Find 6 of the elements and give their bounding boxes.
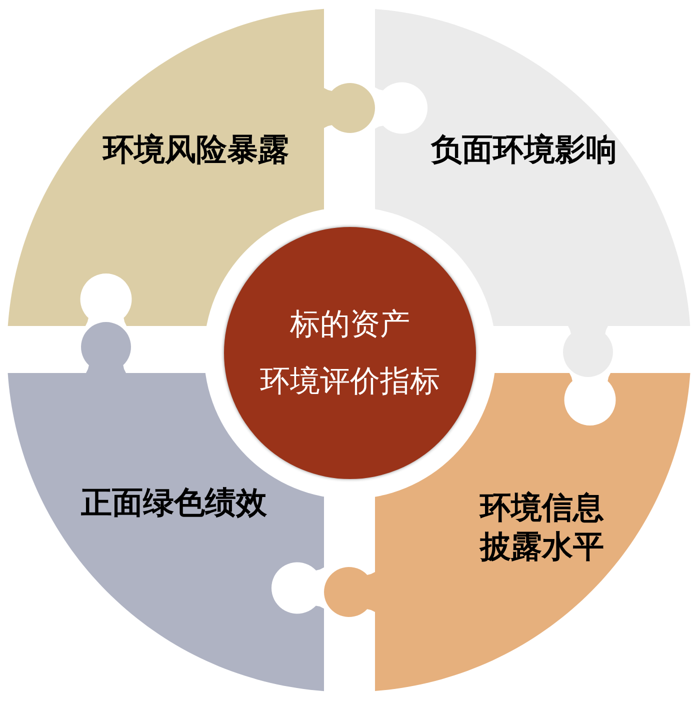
center-label: 环境评价指标 bbox=[260, 364, 440, 400]
piece-label: 环境风险暴露 bbox=[103, 132, 289, 168]
piece-label: 正面绿色绩效 bbox=[81, 485, 267, 521]
piece-label: 负面环境影响 bbox=[431, 132, 617, 168]
center-label: 标的资产 bbox=[290, 306, 410, 342]
piece-label: 环境信息披露水平 bbox=[478, 489, 605, 567]
